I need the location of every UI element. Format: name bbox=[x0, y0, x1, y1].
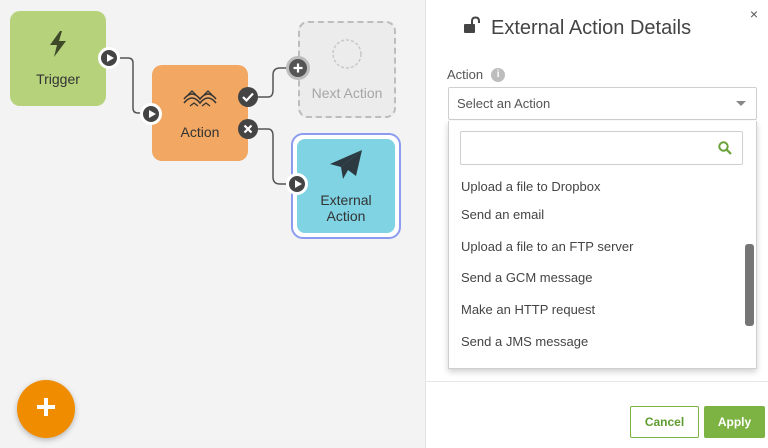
cancel-button[interactable]: Cancel bbox=[630, 406, 699, 438]
option-ftp-upload[interactable]: Upload a file to an FTP server bbox=[461, 238, 634, 254]
trigger-node[interactable]: Trigger bbox=[10, 11, 106, 106]
external-action-node-label-line1: External bbox=[320, 191, 372, 208]
close-icon bbox=[243, 124, 253, 134]
close-panel-button[interactable]: × bbox=[749, 6, 758, 22]
action-select-value: Select an Action bbox=[457, 96, 551, 111]
dropdown-scrollbar[interactable] bbox=[745, 244, 754, 326]
action-node[interactable]: Action bbox=[152, 65, 248, 161]
next-action-node-label: Next Action bbox=[311, 85, 383, 101]
plus-icon bbox=[293, 63, 303, 73]
apply-button[interactable]: Apply bbox=[704, 406, 765, 438]
action-field-label: Action i bbox=[447, 67, 506, 82]
paper-plane-icon bbox=[328, 149, 364, 186]
action-option-list: Upload a file to Dropbox Send an email U… bbox=[449, 175, 756, 357]
option-gcm-message[interactable]: Send a GCM message bbox=[461, 270, 593, 286]
action-success-port[interactable] bbox=[238, 87, 258, 107]
lightning-bolt-icon bbox=[45, 30, 71, 63]
next-action-add-port[interactable] bbox=[286, 56, 310, 80]
external-action-node-label-line2: Action bbox=[326, 207, 366, 224]
action-node-label: Action bbox=[180, 123, 220, 140]
action-input-port[interactable] bbox=[140, 103, 162, 125]
panel-title: External Action Details bbox=[463, 16, 691, 40]
action-logo-icon bbox=[182, 87, 218, 114]
connection-wires bbox=[118, 57, 294, 185]
chevron-down-icon bbox=[736, 101, 746, 106]
panel-footer-divider bbox=[426, 381, 768, 382]
action-dropdown: Upload a file to Dropbox Send an email U… bbox=[448, 121, 757, 369]
option-http-request[interactable]: Make an HTTP request bbox=[461, 302, 596, 318]
action-field-label-text: Action bbox=[447, 67, 484, 82]
panel-title-text: External Action Details bbox=[491, 16, 692, 39]
details-panel: × External Action Details Action i Selec… bbox=[425, 0, 768, 448]
add-node-button[interactable] bbox=[17, 380, 75, 438]
empty-circle-icon bbox=[331, 38, 363, 75]
trigger-node-label: Trigger bbox=[36, 71, 80, 87]
info-icon[interactable]: i bbox=[491, 67, 506, 82]
check-icon bbox=[242, 92, 254, 102]
option-dropbox-upload[interactable]: Upload a file to Dropbox bbox=[461, 179, 601, 194]
action-search-input[interactable] bbox=[461, 132, 711, 164]
search-icon[interactable] bbox=[718, 141, 732, 160]
unlock-icon bbox=[463, 16, 481, 40]
option-jms-message[interactable]: Send a JMS message bbox=[461, 333, 589, 349]
external-action-node[interactable]: External Action bbox=[291, 133, 401, 239]
external-action-input-port[interactable] bbox=[286, 173, 308, 195]
next-action-node[interactable]: Next Action bbox=[298, 21, 396, 118]
plus-icon bbox=[36, 397, 56, 422]
option-send-email[interactable]: Send an email bbox=[461, 207, 545, 223]
flow-canvas[interactable]: Trigger Action Next Action External Acti… bbox=[0, 0, 425, 448]
action-select[interactable]: Select an Action bbox=[448, 87, 757, 120]
action-error-port[interactable] bbox=[238, 119, 258, 139]
action-search-box bbox=[460, 131, 743, 165]
trigger-output-port[interactable] bbox=[98, 47, 120, 69]
